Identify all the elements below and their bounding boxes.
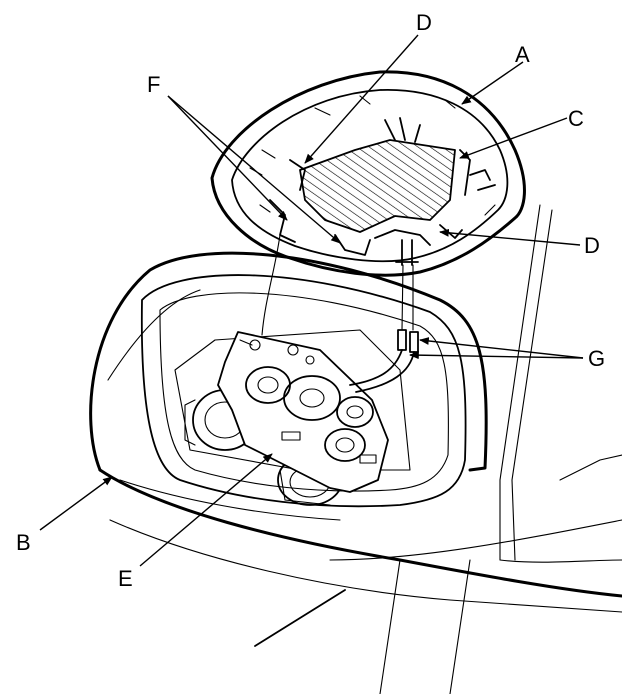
callout-f: F [147, 72, 160, 97]
wiring-connectors-g [261, 234, 419, 393]
mirror-glass-assembly [210, 70, 526, 277]
callout-b: B [16, 530, 31, 555]
door-panel-lines [109, 204, 622, 694]
callout-g: G [588, 346, 605, 371]
callout-e: E [118, 566, 133, 591]
mirror-housing [89, 251, 622, 598]
callout-a: A [515, 42, 530, 67]
actuator-e [217, 331, 389, 493]
callout-labels: A C D D F G B E [16, 10, 605, 591]
callout-d-top: D [416, 10, 432, 35]
callout-d-right: D [584, 233, 600, 258]
leader-lines [39, 34, 584, 567]
callout-c: C [568, 106, 584, 131]
